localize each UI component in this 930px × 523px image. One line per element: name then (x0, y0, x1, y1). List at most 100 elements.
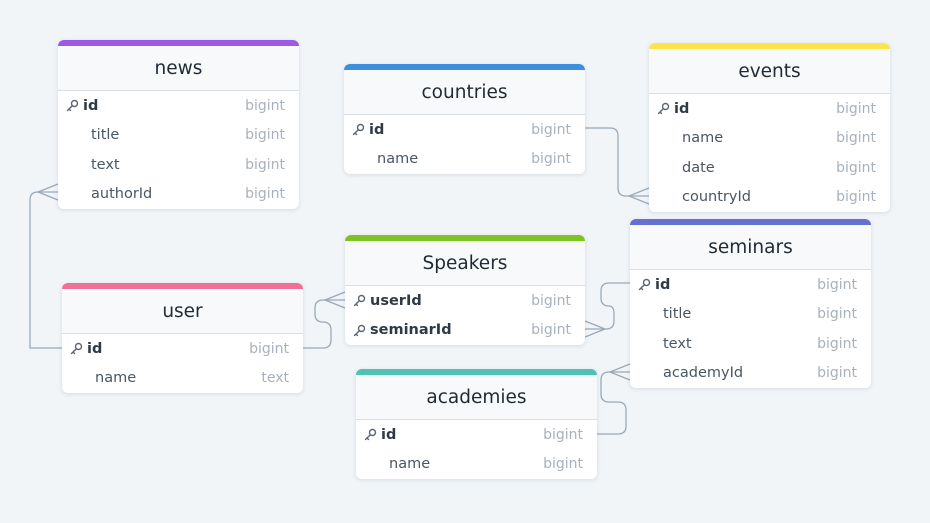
field-spacer (70, 371, 87, 385)
field-name: date (682, 159, 715, 176)
field-name: id (655, 276, 671, 293)
field-name: userId (370, 292, 422, 309)
field-type: bigint (817, 306, 857, 323)
table-color-bar (630, 219, 871, 225)
field-type: bigint (836, 130, 876, 147)
table-title: user (62, 289, 303, 334)
field-name: countryId (682, 189, 751, 206)
field-name: id (369, 121, 385, 138)
key-icon (66, 99, 83, 113)
field-row[interactable]: id bigint (356, 420, 597, 450)
table-title: news (58, 46, 299, 91)
field-name: name (389, 456, 431, 473)
field-type: text (261, 370, 289, 387)
field-spacer (638, 337, 655, 351)
field-row[interactable]: date bigint (649, 153, 890, 183)
link-seminars-speakers (585, 282, 630, 330)
field-type: bigint (531, 292, 571, 309)
field-type: bigint (245, 127, 285, 144)
field-type: bigint (245, 97, 285, 114)
key-icon (657, 102, 674, 116)
field-name: name (95, 370, 137, 387)
field-row[interactable]: text bigint (630, 329, 871, 359)
field-spacer (638, 307, 655, 321)
field-name: id (381, 426, 397, 443)
key-icon (353, 323, 370, 337)
field-name: name (377, 151, 419, 168)
key-icon (352, 123, 369, 137)
field-spacer (66, 187, 83, 201)
field-spacer (657, 190, 674, 204)
table-color-bar (58, 40, 299, 46)
field-spacer (352, 152, 369, 166)
field-type: bigint (817, 335, 857, 352)
field-type: bigint (836, 100, 876, 117)
table-color-bar (649, 43, 890, 49)
key-icon (353, 294, 370, 308)
table-academies[interactable]: academies id bigint name bigint (356, 369, 597, 479)
field-name: title (91, 127, 120, 144)
field-name: id (83, 97, 99, 114)
field-row[interactable]: id bigint (62, 334, 303, 364)
field-type: bigint (836, 159, 876, 176)
field-spacer (638, 366, 655, 380)
table-color-bar (344, 64, 585, 70)
field-spacer (657, 131, 674, 145)
field-row[interactable]: name bigint (649, 124, 890, 154)
field-spacer (657, 161, 674, 175)
table-title: events (649, 49, 890, 94)
table-title: academies (356, 375, 597, 420)
field-row[interactable]: id bigint (649, 94, 890, 124)
table-color-bar (62, 283, 303, 289)
crowfoot-news-authorId (36, 183, 59, 201)
link-user-speakers (303, 299, 345, 349)
table-title: countries (344, 70, 585, 115)
field-type: bigint (836, 189, 876, 206)
field-type: bigint (817, 276, 857, 293)
crowfoot-speakers-userId (323, 291, 346, 309)
field-row[interactable]: name bigint (356, 450, 597, 480)
field-row[interactable]: title bigint (58, 121, 299, 151)
field-name: id (87, 340, 103, 357)
field-type: bigint (245, 186, 285, 203)
field-name: text (663, 335, 692, 352)
table-user[interactable]: user id bigint name text (62, 283, 303, 393)
key-icon (70, 342, 87, 356)
field-type: bigint (543, 456, 583, 473)
field-row[interactable]: id bigint (58, 91, 299, 121)
field-spacer (66, 128, 83, 142)
field-row[interactable]: id bigint (630, 270, 871, 300)
key-icon (364, 428, 381, 442)
crowfoot-speakers-seminarId (584, 320, 607, 338)
field-row[interactable]: name text (62, 364, 303, 394)
field-name: id (674, 100, 690, 117)
field-type: bigint (543, 426, 583, 443)
field-spacer (66, 158, 83, 172)
field-spacer (364, 457, 381, 471)
field-type: bigint (249, 340, 289, 357)
field-row[interactable]: seminarId bigint (345, 316, 585, 346)
table-color-bar (345, 235, 585, 241)
table-title: seminars (630, 225, 871, 270)
crowfoot-events-countryId (627, 187, 650, 205)
crowfoot-seminars-academyId (608, 363, 631, 381)
field-type: bigint (531, 322, 571, 339)
link-user-news (29, 191, 62, 349)
field-row[interactable]: countryId bigint (649, 183, 890, 213)
field-row[interactable]: userId bigint (345, 286, 585, 316)
key-icon (638, 278, 655, 292)
field-name: seminarId (370, 322, 452, 339)
field-name: name (682, 130, 724, 147)
